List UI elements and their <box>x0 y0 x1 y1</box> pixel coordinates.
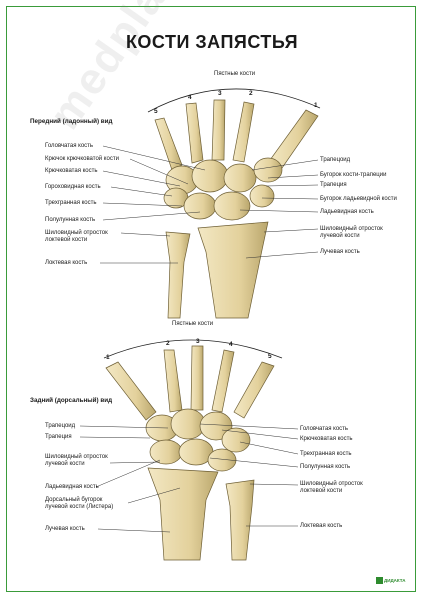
top-label-radial-styloid-2: лучевой кости <box>320 232 360 239</box>
bottom-label-triquetrum: Трехгранная кость <box>300 451 352 457</box>
top-label-ulna: Локтевая кость <box>45 260 88 266</box>
bottom-label-capitate: Головчатая кость <box>300 426 349 432</box>
top-metacarpal-bracket <box>147 88 321 113</box>
top-label-pisiform: Гороховидная кость <box>45 184 101 190</box>
bottom-right-leaders <box>199 423 299 527</box>
top-label-ulnar-styloid-1: Шиловидный отросток <box>45 230 108 236</box>
top-label-hook-hamate: Крючок крючковатой кости <box>45 156 119 162</box>
top-carpals <box>163 157 283 221</box>
bottom-label-hamate: Крючковатая кость <box>300 436 353 442</box>
bottom-carpals <box>145 408 251 472</box>
bottom-label-lunate: Полулунная кость <box>300 464 351 470</box>
bottom-label-ulnar-styloid-1: Шиловидный отросток <box>300 481 363 487</box>
bottom-label-trapezoid: Трапецоид <box>45 423 76 429</box>
bottom-label-ulna: Локтевая кость <box>300 523 343 529</box>
top-metacarpals <box>154 99 319 171</box>
top-label-trapezium-tubercle: Бугорок кости-трапеции <box>320 172 387 178</box>
top-left-leaders <box>100 145 206 264</box>
top-label-radial-styloid-1: Шиловидный отросток <box>320 226 383 232</box>
bottom-num-5: 5 <box>268 353 272 360</box>
top-label-lunate: Полулунная кость <box>45 217 96 223</box>
bottom-label-ulnar-styloid-2: локтевой кости <box>300 487 343 494</box>
top-num-3: 3 <box>218 90 222 97</box>
top-label-capitate: Головчатая кость <box>45 143 94 149</box>
top-label-scaphoid: Ладьевидная кость <box>320 209 374 215</box>
bottom-left-leaders <box>79 425 181 533</box>
top-label-hamate: Крючковатая кость <box>45 168 98 174</box>
bottom-num-3: 3 <box>196 338 200 345</box>
bottom-num-4: 4 <box>229 341 233 348</box>
page-title: КОСТИ ЗАПЯСТЬЯ <box>125 32 299 52</box>
bottom-label-lister-1: Дорсальный бугорок <box>45 497 103 503</box>
logo-text: ДИДАКТА <box>384 578 406 583</box>
top-label-trapezium: Трапеция <box>320 182 347 188</box>
bottom-ulna <box>225 479 255 561</box>
top-ulna <box>165 231 191 319</box>
top-num-2: 2 <box>249 90 253 97</box>
bottom-metacarpal-bracket <box>103 339 283 359</box>
bottom-label-radial-styloid-1: Шиловидный отросток <box>45 454 108 460</box>
bottom-num-2: 2 <box>166 340 170 347</box>
bottom-label-lister-2: лучевой кости (Листера) <box>45 503 114 510</box>
top-group-label: Пястные кости <box>214 71 256 77</box>
top-label-ulnar-styloid-2: локтевой кости <box>45 236 88 243</box>
top-label-trapezoid: Трапецоид <box>320 157 351 163</box>
bottom-view-label: Задний (дорсальный) вид <box>30 397 113 404</box>
top-view-label: Передний (ладонный) вид <box>30 118 113 125</box>
bottom-label-trapezium: Трапеция <box>45 434 72 440</box>
top-label-triquetrum: Трехгранная кость <box>45 200 97 206</box>
logo-icon <box>376 577 383 584</box>
top-radius <box>197 221 269 319</box>
top-right-leaders <box>239 159 319 259</box>
bottom-label-scaphoid: Ладьевидная кость <box>45 484 99 490</box>
bottom-label-radius: Лучевая кость <box>45 526 85 532</box>
top-label-scaphoid-tubercle: Бугорок ладьевидной кости <box>320 196 397 202</box>
poster-frame <box>6 6 416 592</box>
bottom-radius <box>147 467 219 561</box>
top-num-4: 4 <box>188 94 192 101</box>
top-num-1: 1 <box>314 102 318 109</box>
bottom-label-radial-styloid-2: лучевой кости <box>45 460 85 467</box>
top-label-radius: Лучевая кость <box>320 249 360 255</box>
top-num-5: 5 <box>154 108 158 115</box>
bottom-num-1: 1 <box>106 354 110 361</box>
bottom-group-label: Пястные кости <box>172 321 214 327</box>
bottom-metacarpals <box>105 345 275 421</box>
